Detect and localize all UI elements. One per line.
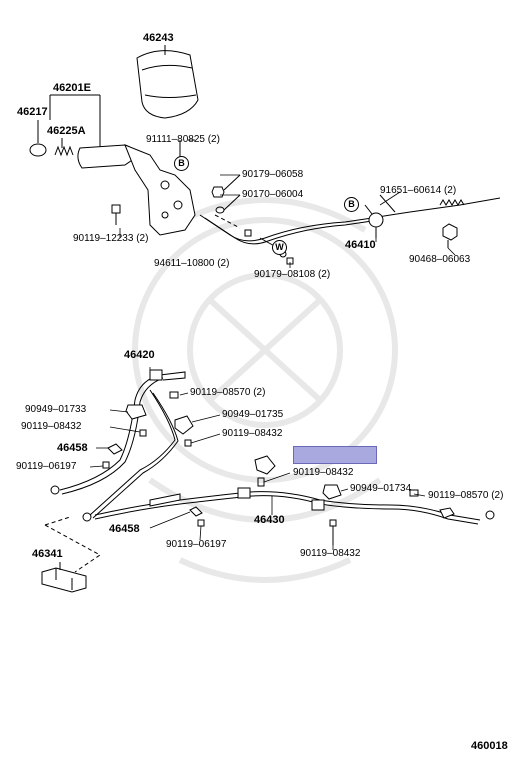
label-90179-06058: 90179–06058	[242, 169, 304, 180]
highlight-box	[293, 446, 377, 464]
label-46458-right: 46458	[109, 523, 140, 535]
label-46341: 46341	[32, 548, 63, 560]
label-90170-06004: 90170–06004	[242, 189, 304, 200]
label-90179-08108: 90179–08108 (2)	[254, 269, 331, 280]
label-91111-80825: 91111–80825 (2)	[146, 134, 220, 145]
label-46410: 46410	[345, 239, 376, 251]
label-46243: 46243	[143, 32, 174, 44]
label-46430: 46430	[254, 514, 285, 526]
label-90468-06063: 90468–06063	[409, 254, 471, 265]
spring	[54, 145, 74, 157]
clamp-90949-01733	[125, 404, 147, 420]
label-90119-12233: 90119–12233 (2)	[73, 233, 149, 244]
label-90119-06197-left: 90119–06197	[16, 461, 77, 472]
rear-cable-left	[59, 374, 161, 491]
label-46217: 46217	[17, 106, 48, 118]
diagram-code: 460018	[471, 740, 508, 752]
label-90949-01734: 90949–01734	[350, 483, 412, 494]
label-90119-08570-left: 90119–08570 (2)	[190, 387, 266, 398]
bracket-46341	[41, 567, 87, 593]
marker-w: W	[272, 240, 287, 255]
grip-cap	[29, 143, 47, 157]
front-cable	[199, 197, 501, 242]
label-46201E: 46201E	[53, 82, 91, 94]
lever-boot	[136, 50, 199, 119]
label-90119-06197-right: 90119–06197	[166, 539, 227, 550]
label-90119-08432-b: 90119–08432	[222, 428, 283, 439]
label-46225A: 46225A	[47, 125, 86, 137]
label-90949-01735: 90949–01735	[222, 409, 284, 420]
label-90949-01733: 90949–01733	[25, 404, 87, 415]
label-46420: 46420	[124, 349, 155, 361]
label-91651-60614: 91651–60614 (2)	[380, 185, 457, 196]
label-94611-10800: 94611–10800 (2)	[154, 258, 230, 269]
label-90119-08432-a: 90119–08432	[21, 421, 82, 432]
label-90119-08570-right: 90119–08570 (2)	[428, 490, 504, 501]
label-90119-08432-d: 90119–08432	[300, 548, 361, 559]
label-90119-08432-c: 90119–08432	[293, 467, 354, 478]
marker-b-right: B	[344, 197, 359, 212]
clamp-90949-01735	[174, 415, 194, 435]
marker-b-upper: B	[174, 156, 189, 171]
label-46458-left: 46458	[57, 442, 88, 454]
